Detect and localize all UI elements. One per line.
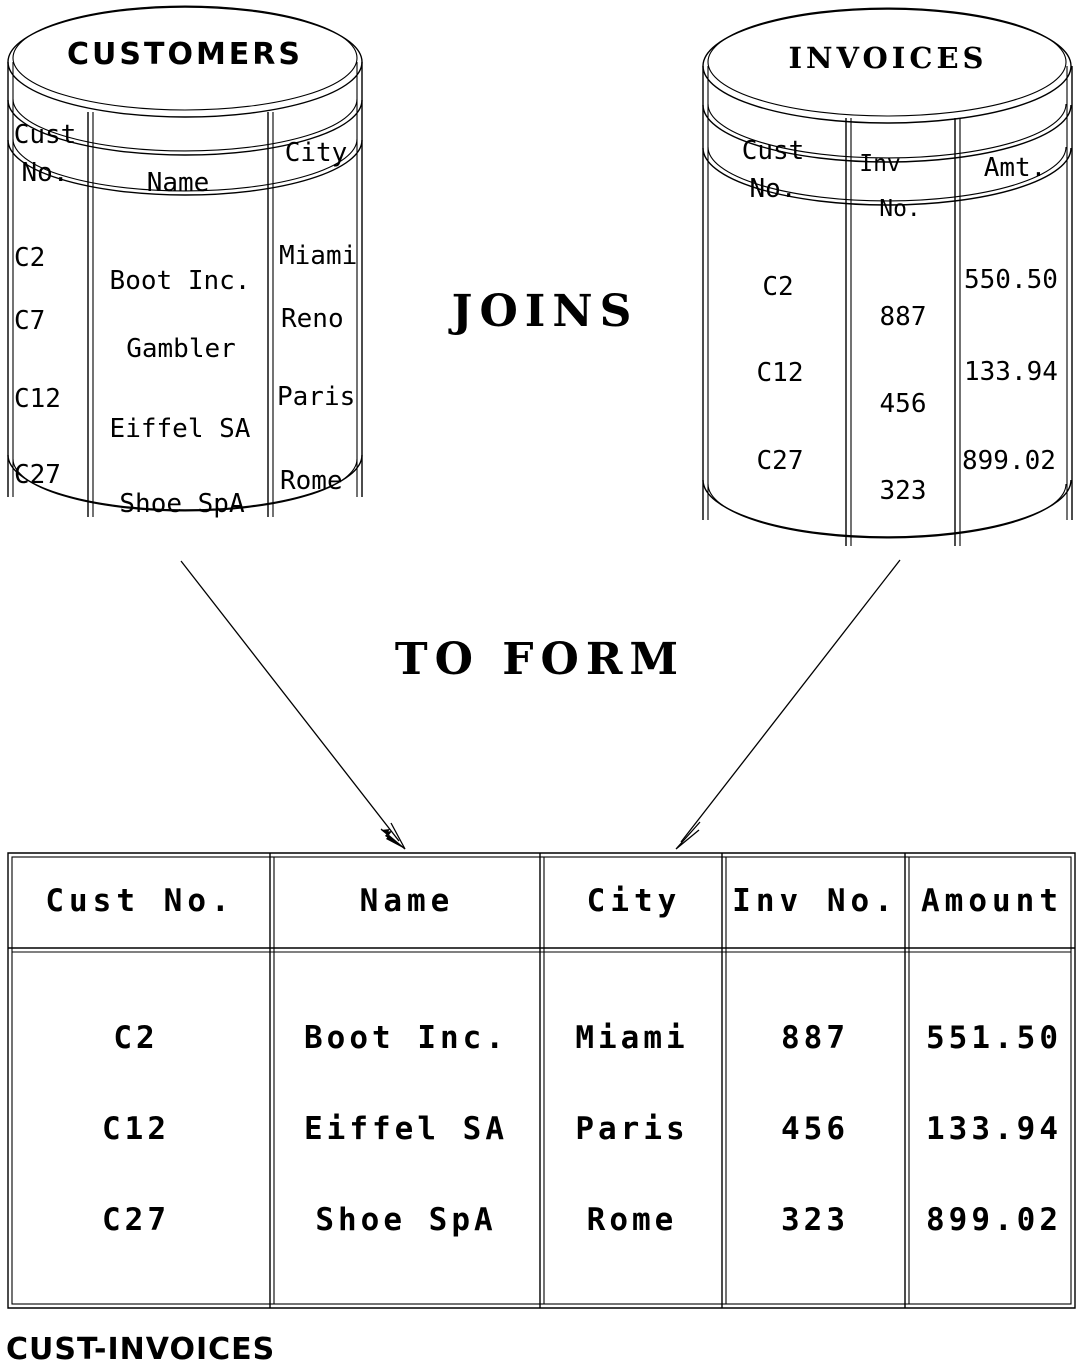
customers-row-cust-no: C2 <box>14 243 46 273</box>
invoices-header-inv-line2: No. <box>879 196 921 222</box>
customers-row-name: Boot Inc. <box>109 266 251 296</box>
invoices-row-amt: 550.50 <box>964 265 1058 295</box>
customers-row-name: Eiffel SA <box>109 414 251 444</box>
result-row-city: Paris <box>575 1111 689 1147</box>
customers-row-cust-no: C27 <box>14 460 61 490</box>
customers-row-city: Miami <box>279 241 358 271</box>
customers-title: CUSTOMERS <box>66 37 304 72</box>
invoices-row-inv-no: 887 <box>879 302 927 332</box>
invoices-row-cust-no: C2 <box>762 272 794 302</box>
invoices-header-cust-line2: No. <box>749 174 797 204</box>
to-form-label: TO FORM <box>394 634 686 685</box>
arrow-customers-to-result <box>180 560 406 850</box>
invoices-header-amt: Amt. <box>983 153 1047 183</box>
arrow-invoices-to-result <box>675 559 901 850</box>
invoices-row-inv-no: 456 <box>879 389 927 419</box>
customers-row-cust-no: C12 <box>14 384 61 414</box>
result-row-cust-no: C27 <box>102 1202 170 1238</box>
result-table-grid <box>8 853 1075 1308</box>
result-header-cust-no: Cust No. <box>45 883 235 919</box>
invoices-header-inv-line1: Inv <box>859 151 901 177</box>
result-row-name: Eiffel SA <box>304 1111 508 1147</box>
invoices-row-cust-no: C27 <box>756 446 804 476</box>
invoices-cylinder <box>703 7 1072 546</box>
result-row-inv-no: 887 <box>781 1020 849 1056</box>
customers-header-name: Name <box>146 168 210 198</box>
joins-label: JOINS <box>451 286 639 337</box>
customers-row-city: Rome <box>280 466 343 496</box>
result-row-cust-no: C2 <box>113 1020 159 1056</box>
result-row-inv-no: 456 <box>781 1111 849 1147</box>
customers-row-name: Shoe SpA <box>119 489 245 519</box>
invoices-row-amt: 899.02 <box>962 446 1056 476</box>
result-header-amount: Amount <box>921 883 1063 919</box>
invoices-title: INVOICES <box>788 41 988 75</box>
customers-row-city: Paris <box>277 382 356 412</box>
result-row-amount: 551.50 <box>926 1020 1062 1056</box>
result-row-amount: 899.02 <box>926 1202 1062 1238</box>
invoices-row-amt: 133.94 <box>964 357 1058 387</box>
result-header-inv-no: Inv No. <box>732 883 898 919</box>
result-row-name: Shoe SpA <box>315 1202 497 1238</box>
customers-header-cust-line2: No. <box>21 158 69 188</box>
invoices-row-inv-no: 323 <box>879 476 927 506</box>
result-header-city: City <box>586 883 682 919</box>
result-header-name: Name <box>359 883 455 919</box>
diagram-caption: CUST-INVOICES <box>6 1332 276 1367</box>
customers-row-city: Reno <box>281 304 344 334</box>
result-row-amount: 133.94 <box>926 1111 1062 1147</box>
customers-header-city: City <box>284 138 348 168</box>
invoices-header-cust-line1: Cust <box>741 136 805 166</box>
customers-header-cust-line1: Cust <box>13 120 77 150</box>
customers-cylinder <box>8 5 362 517</box>
result-row-city: Rome <box>586 1202 678 1238</box>
result-row-name: Boot Inc. <box>304 1020 508 1056</box>
invoices-row-cust-no: C12 <box>756 358 804 388</box>
result-row-inv-no: 323 <box>781 1202 849 1238</box>
result-row-city: Miami <box>575 1020 689 1056</box>
result-row-cust-no: C12 <box>102 1111 170 1147</box>
customers-row-name: Gambler <box>126 334 236 364</box>
customers-row-cust-no: C7 <box>14 306 46 336</box>
